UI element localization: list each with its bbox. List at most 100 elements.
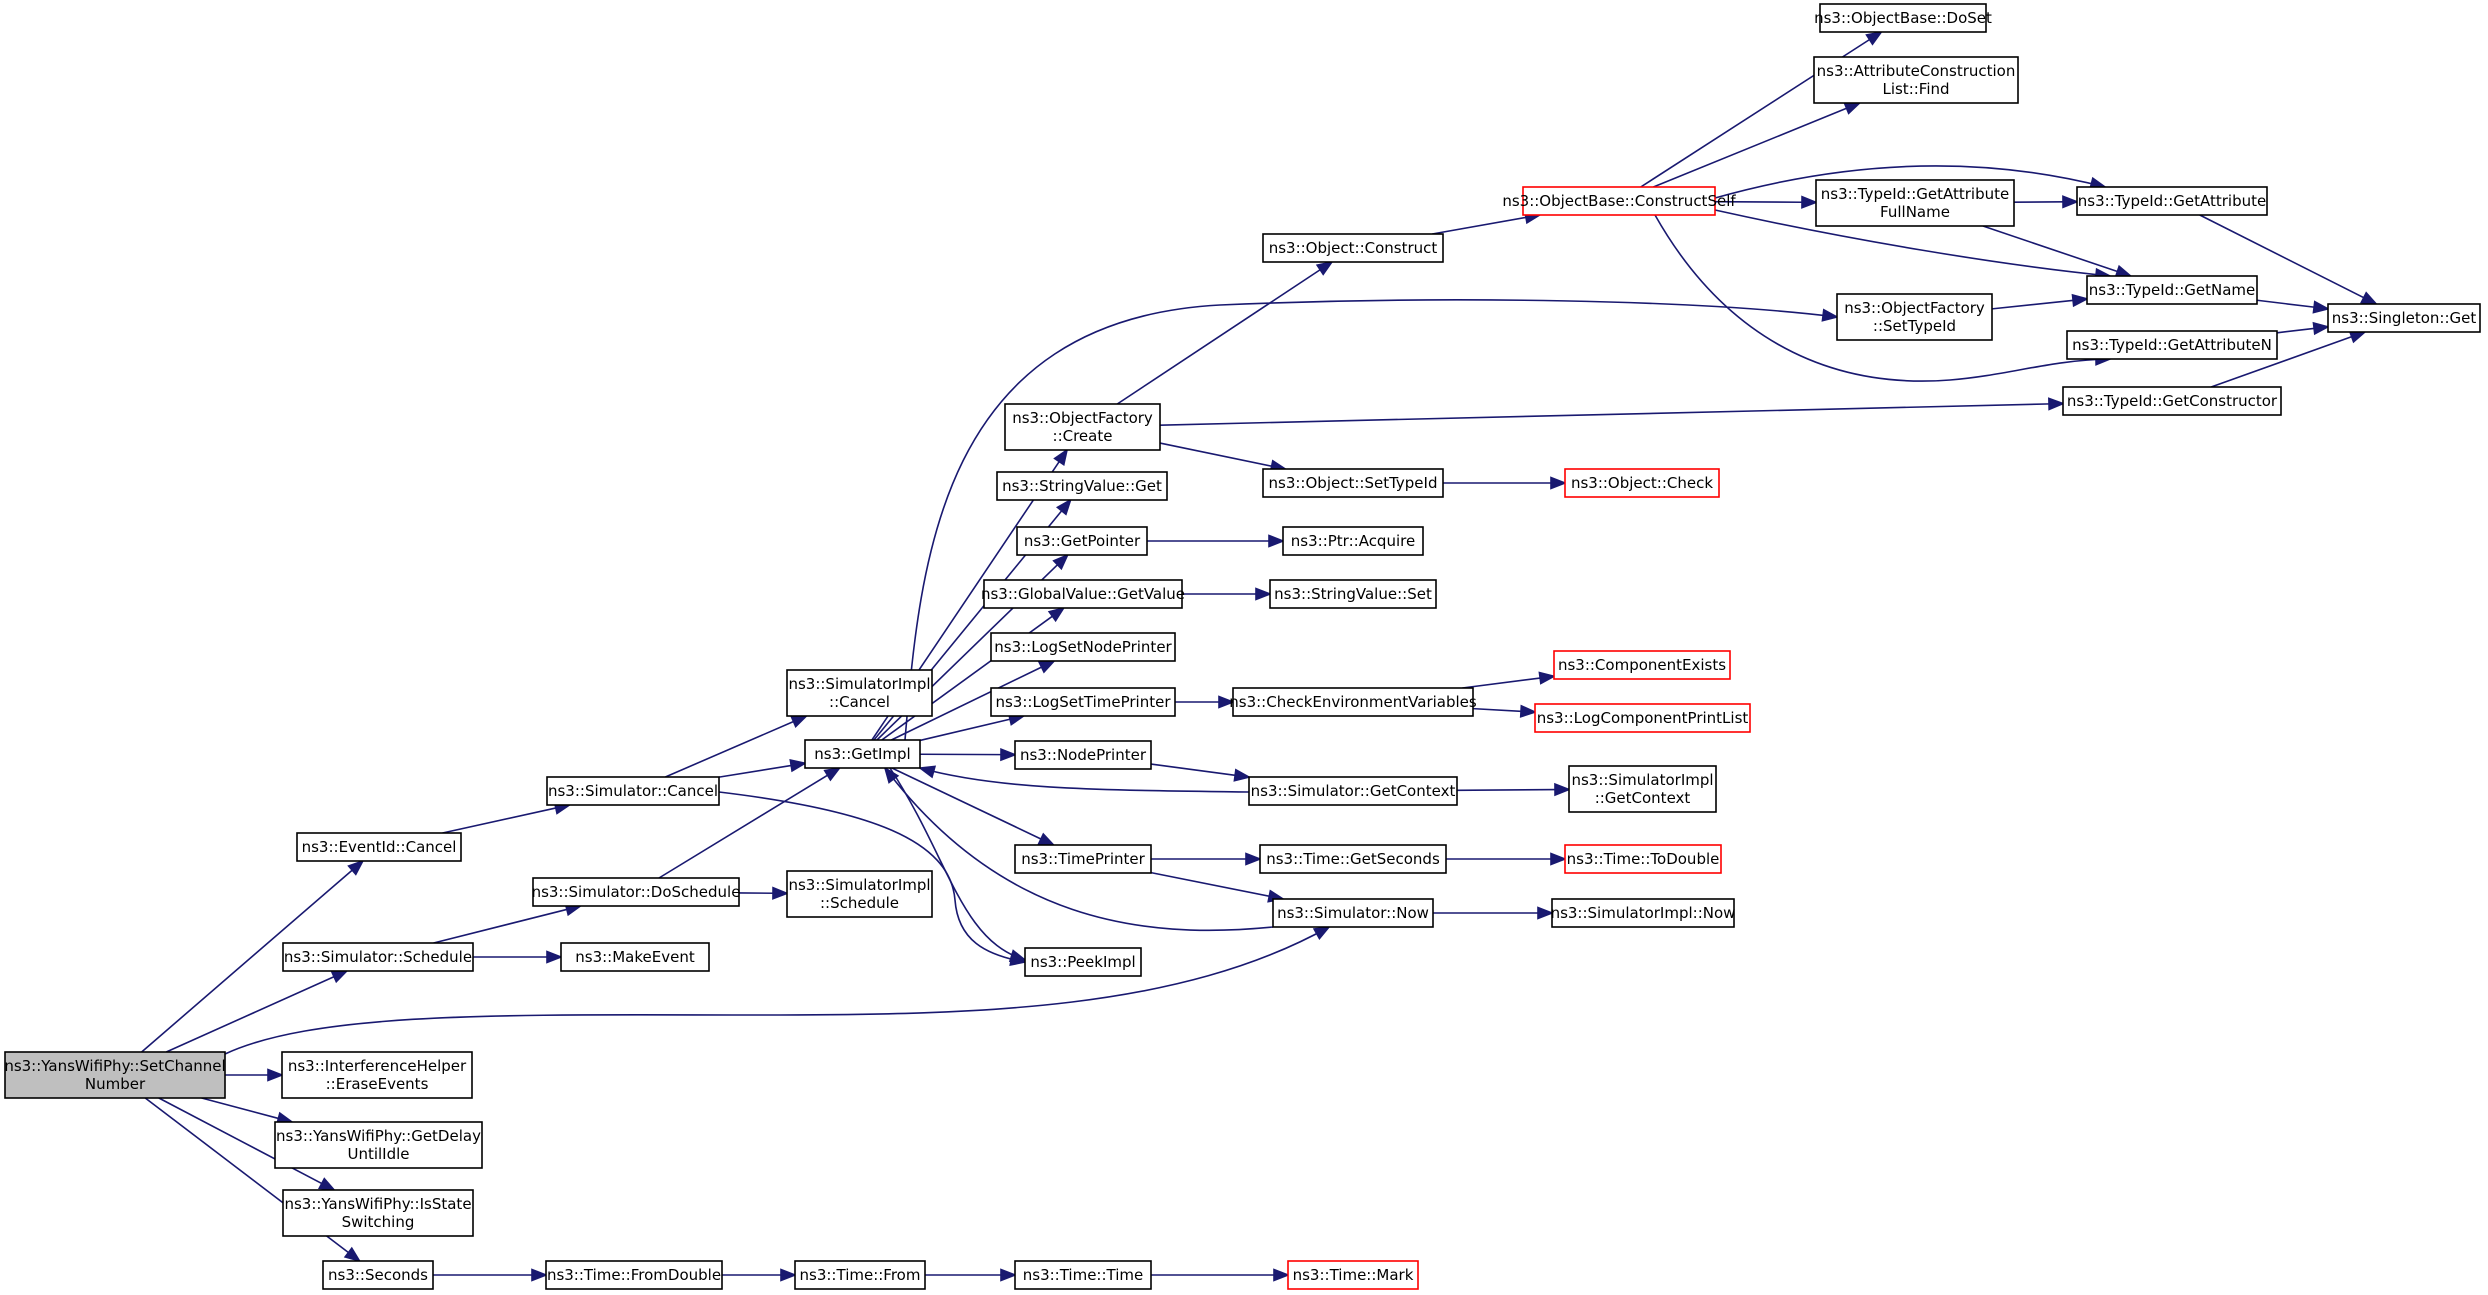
node-time_time[interactable]: ns3::Time::Time [1014, 1260, 1152, 1290]
node-nodeprinter[interactable]: ns3::NodePrinter [1014, 740, 1152, 770]
node-box-objfactory_create[interactable] [1004, 403, 1161, 451]
node-box-logsetnodeprinter[interactable] [990, 632, 1176, 662]
node-logsetnodeprinter[interactable]: ns3::LogSetNodePrinter [990, 632, 1176, 662]
node-objfactory_settypeid[interactable]: ns3::ObjectFactory::SetTypeId [1836, 293, 1993, 341]
node-box-singleton_get[interactable] [2327, 303, 2481, 333]
node-box-seconds[interactable] [322, 1260, 434, 1290]
node-typeid_getconstructor[interactable]: ns3::TypeId::GetConstructor [2062, 386, 2282, 416]
node-box-simimpl_schedule[interactable] [786, 870, 933, 918]
node-box-time_getseconds[interactable] [1259, 844, 1447, 874]
node-box-time_mark[interactable] [1287, 1260, 1419, 1290]
node-box-object_construct[interactable] [1262, 233, 1444, 263]
node-simimpl_now[interactable]: ns3::SimulatorImpl::Now [1551, 898, 1736, 928]
node-typeid_getname[interactable]: ns3::TypeId::GetName [2086, 275, 2258, 305]
node-box-getpointer[interactable] [1016, 526, 1148, 556]
node-box-componentexists[interactable] [1553, 650, 1731, 680]
node-box-objbase_doset[interactable] [1819, 3, 1987, 33]
node-box-makeevent[interactable] [560, 942, 710, 972]
node-timeprinter[interactable]: ns3::TimePrinter [1014, 844, 1152, 874]
node-box-typeid_getname[interactable] [2086, 275, 2258, 305]
node-box-attrconst_find[interactable] [1813, 56, 2019, 104]
node-object_construct[interactable]: ns3::Object::Construct [1262, 233, 1444, 263]
node-box-object_check[interactable] [1564, 468, 1720, 498]
node-objbase_doset[interactable]: ns3::ObjectBase::DoSet [1814, 3, 1992, 33]
node-box-peekimpl[interactable] [1024, 947, 1142, 977]
node-box-simimpl_cancel[interactable] [786, 669, 933, 717]
node-seconds[interactable]: ns3::Seconds [322, 1260, 434, 1290]
node-box-time_from[interactable] [794, 1260, 926, 1290]
node-box-stringvalue_get[interactable] [996, 471, 1168, 501]
node-box-object_settypeid[interactable] [1262, 468, 1444, 498]
node-box-typeid_getattrfullname[interactable] [1815, 179, 2015, 227]
node-box-globalvalue_getvalue[interactable] [983, 579, 1183, 609]
node-box-typeid_getconstructor[interactable] [2062, 386, 2282, 416]
node-box-interf_erase[interactable] [281, 1051, 473, 1099]
node-getimpl[interactable]: ns3::GetImpl [804, 739, 921, 769]
node-typeid_getattribute[interactable]: ns3::TypeId::GetAttribute [2076, 186, 2268, 216]
node-box-isstate[interactable] [282, 1189, 474, 1237]
node-logsettimeprinter[interactable]: ns3::LogSetTimePrinter [990, 687, 1176, 717]
node-box-nodeprinter[interactable] [1014, 740, 1152, 770]
node-objbase_constructself[interactable]: ns3::ObjectBase::ConstructSelf [1502, 186, 1736, 216]
node-box-simimpl_getcontext[interactable] [1568, 765, 1717, 813]
node-box-objfactory_settypeid[interactable] [1836, 293, 1993, 341]
node-box-time_todouble[interactable] [1564, 844, 1722, 874]
node-time_todouble[interactable]: ns3::Time::ToDouble [1564, 844, 1722, 874]
node-time_mark[interactable]: ns3::Time::Mark [1287, 1260, 1419, 1290]
node-getpointer[interactable]: ns3::GetPointer [1016, 526, 1148, 556]
node-checkenv[interactable]: ns3::CheckEnvironmentVariables [1229, 687, 1477, 717]
node-object_check[interactable]: ns3::Object::Check [1564, 468, 1720, 498]
node-stringvalue_get[interactable]: ns3::StringValue::Get [996, 471, 1168, 501]
node-box-getimpl[interactable] [804, 739, 921, 769]
node-sim_schedule[interactable]: ns3::Simulator::Schedule [282, 942, 474, 972]
node-box-simimpl_now[interactable] [1551, 898, 1735, 928]
node-ptr_acquire[interactable]: ns3::Ptr::Acquire [1282, 526, 1424, 556]
node-interf_erase[interactable]: ns3::InterferenceHelper::EraseEvents [281, 1051, 473, 1099]
node-eventid_cancel[interactable]: ns3::EventId::Cancel [296, 832, 462, 862]
node-object_settypeid[interactable]: ns3::Object::SetTypeId [1262, 468, 1444, 498]
node-box-sim_getcontext[interactable] [1248, 776, 1458, 806]
node-box-objbase_constructself[interactable] [1522, 186, 1716, 216]
node-box-sim_cancel[interactable] [546, 776, 720, 806]
node-sim_getcontext[interactable]: ns3::Simulator::GetContext [1248, 776, 1458, 806]
node-time_getseconds[interactable]: ns3::Time::GetSeconds [1259, 844, 1447, 874]
node-box-getdelay[interactable] [274, 1121, 483, 1169]
node-box-time_time[interactable] [1014, 1260, 1152, 1290]
node-logcomponentprintlist[interactable]: ns3::LogComponentPrintList [1534, 703, 1751, 733]
node-objfactory_create[interactable]: ns3::ObjectFactory::Create [1004, 403, 1161, 451]
node-sim_now[interactable]: ns3::Simulator::Now [1272, 898, 1434, 928]
node-sim_cancel[interactable]: ns3::Simulator::Cancel [546, 776, 720, 806]
node-box-sim_now[interactable] [1272, 898, 1434, 928]
node-sim_doschedule[interactable]: ns3::Simulator::DoSchedule [532, 877, 741, 907]
node-time_from[interactable]: ns3::Time::From [794, 1260, 926, 1290]
node-box-logsettimeprinter[interactable] [990, 687, 1176, 717]
node-box-typeid_getattribute[interactable] [2076, 186, 2268, 216]
node-peekimpl[interactable]: ns3::PeekImpl [1024, 947, 1142, 977]
node-box-typeid_getattributen[interactable] [2066, 330, 2278, 360]
node-box-logcomponentprintlist[interactable] [1534, 703, 1751, 733]
node-box-checkenv[interactable] [1232, 687, 1474, 717]
node-box-ptr_acquire[interactable] [1282, 526, 1424, 556]
node-box-sim_schedule[interactable] [282, 942, 474, 972]
node-simimpl_schedule[interactable]: ns3::SimulatorImpl::Schedule [786, 870, 933, 918]
node-time_fromdouble[interactable]: ns3::Time::FromDouble [545, 1260, 723, 1290]
node-box-sim_doschedule[interactable] [532, 877, 740, 907]
node-simimpl_getcontext[interactable]: ns3::SimulatorImpl::GetContext [1568, 765, 1717, 813]
node-box-time_fromdouble[interactable] [545, 1260, 723, 1290]
node-typeid_getattributen[interactable]: ns3::TypeId::GetAttributeN [2066, 330, 2278, 360]
node-stringvalue_set[interactable]: ns3::StringValue::Set [1269, 579, 1437, 609]
node-simimpl_cancel[interactable]: ns3::SimulatorImpl::Cancel [786, 669, 933, 717]
node-box-stringvalue_set[interactable] [1269, 579, 1437, 609]
node-makeevent[interactable]: ns3::MakeEvent [560, 942, 710, 972]
node-box-root[interactable] [4, 1051, 226, 1099]
node-box-eventid_cancel[interactable] [296, 832, 462, 862]
node-globalvalue_getvalue[interactable]: ns3::GlobalValue::GetValue [981, 579, 1185, 609]
node-singleton_get[interactable]: ns3::Singleton::Get [2327, 303, 2481, 333]
node-componentexists[interactable]: ns3::ComponentExists [1553, 650, 1731, 680]
node-box-timeprinter[interactable] [1014, 844, 1152, 874]
